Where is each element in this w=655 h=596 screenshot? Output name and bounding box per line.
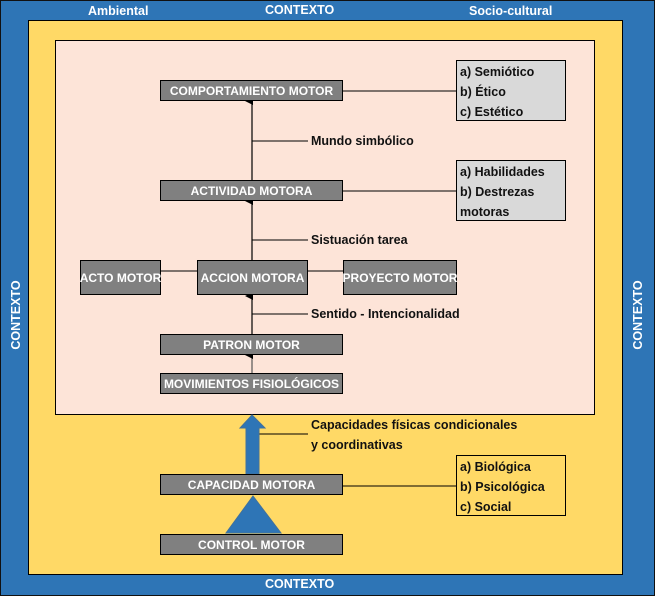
node-accion-motora: ACCION MOTORA bbox=[197, 260, 308, 295]
context-label-top: CONTEXTO bbox=[265, 3, 335, 17]
edge-label-mundo-simbolico: Mundo simbólico bbox=[311, 134, 414, 148]
node-actividad-motora: ACTIVIDAD MOTORA bbox=[160, 180, 343, 201]
info-item: motoras bbox=[460, 205, 510, 219]
context-label-ambiental: Ambiental bbox=[88, 4, 149, 18]
info-box-capacidad: a) Biológica b) Psicológica c) Social bbox=[456, 455, 566, 516]
context-label-right: CONTEXTO bbox=[631, 280, 645, 350]
context-label-socio-cultural: Socio-cultural bbox=[469, 4, 553, 18]
edge-label-situacion-tarea: Sistuación tarea bbox=[311, 233, 408, 247]
info-item: b) Psicológica bbox=[460, 480, 545, 494]
info-item: a) Habilidades bbox=[460, 165, 545, 179]
context-label-left: CONTEXTO bbox=[9, 280, 23, 350]
node-proyecto-motor: PROYECTO MOTOR bbox=[343, 260, 457, 295]
edge-label-capacidades-2: y coordinativas bbox=[311, 438, 403, 452]
node-patron-motor: PATRON MOTOR bbox=[160, 334, 343, 355]
info-item: a) Biológica bbox=[460, 460, 531, 474]
context-label-bottom: CONTEXTO bbox=[265, 577, 335, 591]
node-acto-motor: ACTO MOTOR bbox=[80, 260, 161, 295]
node-control-motor: CONTROL MOTOR bbox=[160, 534, 343, 555]
info-item: b) Ético bbox=[460, 85, 506, 99]
info-box-comportamiento: a) Semiótico b) Ético c) Estético bbox=[456, 60, 566, 121]
edge-label-capacidades-1: Capacidades físicas condicionales bbox=[311, 418, 518, 432]
info-item: c) Estético bbox=[460, 105, 524, 119]
info-item: b) Destrezas bbox=[460, 185, 535, 199]
node-capacidad-motora: CAPACIDAD MOTORA bbox=[160, 474, 343, 495]
node-movimientos-fisiologicos: MOVIMIENTOS FISIOLÓGICOS bbox=[160, 373, 343, 394]
edge-label-sentido: Sentido - Intencionalidad bbox=[311, 307, 460, 321]
node-comportamiento-motor: COMPORTAMIENTO MOTOR bbox=[160, 80, 343, 101]
info-item: a) Semiótico bbox=[460, 65, 535, 79]
info-box-actividad: a) Habilidades b) Destrezas motoras bbox=[456, 160, 566, 221]
info-item: c) Social bbox=[460, 500, 512, 514]
